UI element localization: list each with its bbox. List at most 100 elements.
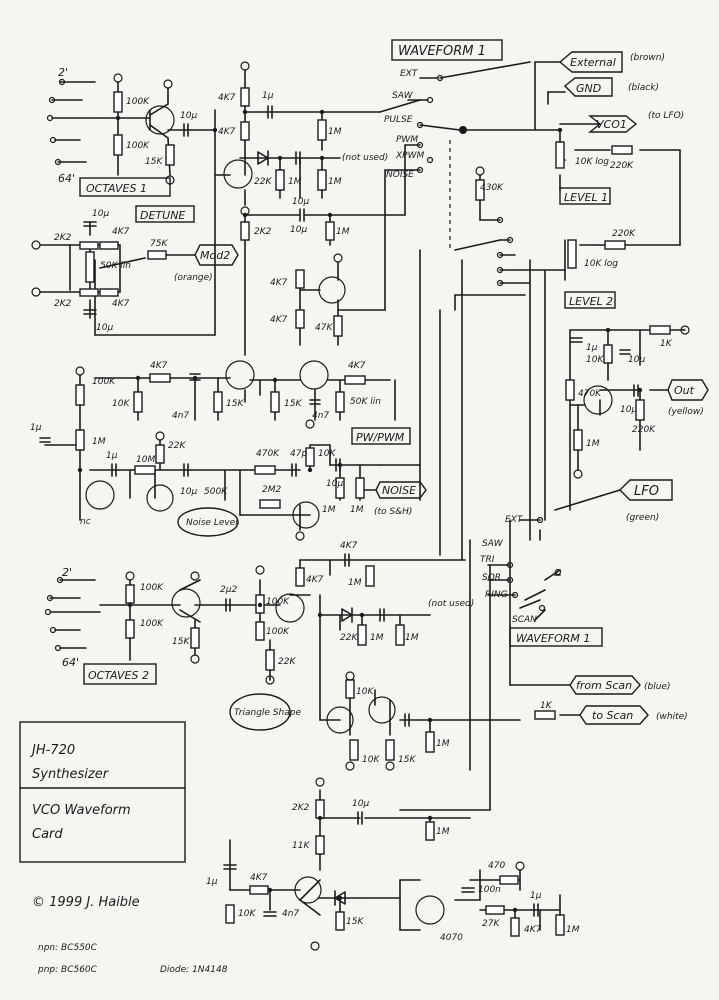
label-27k: 27K [482, 919, 500, 929]
label-1m-h: 1M [350, 505, 364, 515]
section-labels: OCTAVES 1 DETUNE WAVEFORM 1 LEVEL 1 LEVE… [79, 39, 616, 731]
label-4k7-g: 4K7 [150, 361, 168, 371]
label-1m-l: 1M [436, 739, 450, 749]
label-75k: 75K [150, 239, 168, 249]
connector-gnd: GND [576, 82, 601, 95]
label-ic-4070: 4070 [440, 933, 463, 943]
connector-mod2: Mod2 [200, 249, 230, 262]
label-100k-d: 100K [140, 583, 164, 593]
switch-bottom-ring: RING [485, 590, 508, 600]
label-4k7-c: 4K7 [112, 227, 130, 237]
label-100n: 100n [478, 885, 501, 895]
octave-marks: 2' 64' 2' 64' [58, 66, 79, 669]
capacitor-symbols [39, 105, 639, 917]
switch-top-xpwm: XPWM [395, 151, 424, 161]
label-4n7-c: 4n7 [282, 909, 299, 919]
label-100k-c: 100K [92, 377, 116, 387]
label-4k7-d: 4K7 [112, 299, 130, 309]
switch-bottom-ext: EXT [505, 515, 524, 525]
connector-vco1: VCO1 [596, 118, 627, 131]
label-100k-g: 100K [266, 627, 290, 637]
label-220k-b: 220K [612, 229, 636, 239]
label-10u-f: 10µ [628, 355, 645, 365]
label-100k-a: 100K [126, 97, 150, 107]
label-4n7-b: 4n7 [312, 411, 329, 421]
connector-out-note: (yellow) [668, 407, 704, 417]
connector-from-scan: from Scan [576, 679, 632, 692]
switch-top-saw: SAW [392, 91, 414, 101]
connector-to-scan: to Scan [592, 709, 633, 722]
label-nc: nc [80, 517, 91, 527]
transistor-symbols [85, 105, 613, 925]
label-500k: 500K [204, 487, 228, 497]
label-1m-m: 1M [436, 827, 450, 837]
copyright-text: © 1999 J. Haible [32, 895, 140, 910]
label-10k-d: 10K [356, 687, 374, 697]
octaves1-label: OCTAVES 1 [86, 182, 147, 195]
connector-flags: External (brown) GND (black) VCO1 (to LF… [174, 51, 709, 725]
label-22k-c: 22K [278, 657, 296, 667]
label-470k-a: 470K [578, 389, 602, 399]
waveform1-top-label: WAVEFORM 1 [398, 44, 486, 59]
label-2m2: 2M2 [262, 485, 281, 495]
connector-noise-note: (to S&H) [374, 507, 412, 517]
label-22k-b: 22K [168, 441, 186, 451]
label-4k7-i: 4K7 [340, 541, 358, 551]
label-10k-f: 10K [238, 909, 256, 919]
label-4k7-l: 4K7 [524, 925, 542, 935]
switch-top-noise: NOISE [386, 170, 414, 180]
title-line-3: VCO Waveform [32, 803, 131, 818]
label-22k-d: 22K [340, 633, 358, 643]
label-100k-b: 100K [126, 141, 150, 151]
switch-top-pwm: PWM [396, 135, 418, 145]
label-10k-log-a: 10K log [575, 157, 609, 167]
connector-noise: NOISE [382, 484, 416, 497]
label-1m-b: 1M [288, 177, 302, 187]
octave-top-64ft: 64' [58, 172, 75, 185]
label-10u-i: 10µ [326, 479, 343, 489]
label-2k2-a: 2K2 [254, 227, 272, 237]
label-10m: 10M [136, 455, 155, 465]
label-15k-f: 15K [346, 917, 364, 927]
label-10u-h: 10µ [180, 487, 197, 497]
label-10k-b: 10K [586, 355, 604, 365]
label-10u-c: 10µ [290, 225, 307, 235]
label-1k: 1K [660, 339, 673, 349]
label-1m-a: 1M [328, 127, 342, 137]
note-diode: Diode: 1N4148 [160, 965, 228, 975]
connector-mod2-note: (orange) [174, 273, 213, 283]
label-10u-g: 10µ [620, 405, 637, 415]
label-1u-f: 1µ [530, 891, 542, 901]
label-1m-k: 1M [405, 633, 419, 643]
label-11k: 11K [292, 841, 310, 851]
supply-markers [31, 61, 690, 951]
label-4k7-b: 4K7 [218, 127, 236, 137]
switch-contacts [44, 74, 562, 652]
label-1m-d: 1M [336, 227, 350, 237]
label-15k-a: 15K [145, 157, 163, 167]
connector-lfo-note: (green) [626, 513, 659, 523]
label-10u-e: 10µ [96, 323, 113, 333]
label-not-used-a: (not used) [342, 153, 388, 163]
waveform-switch-bottom [487, 519, 561, 609]
title-line-1: JH-720 [29, 743, 75, 758]
label-1m-c: 1M [328, 177, 342, 187]
title-line-4: Card [32, 827, 63, 842]
label-4n7-a: 4n7 [172, 411, 189, 421]
connector-to-scan-note: (white) [656, 712, 688, 722]
waveform1-bottom-label: WAVEFORM 1 [516, 632, 590, 645]
connector-out: Out [674, 384, 695, 397]
label-47p: 47p [290, 449, 307, 459]
label-47k: 47K [315, 323, 333, 333]
label-4k7-e: 4K7 [270, 278, 288, 288]
switch-top-labels: EXT SAW PULSE PWM XPWM NOISE [384, 69, 424, 180]
label-220k-a: 220K [610, 161, 634, 171]
label-1m-g: 1M [322, 505, 336, 515]
connector-external: External [570, 56, 616, 69]
detune-label: DETUNE [140, 209, 185, 222]
switch-bottom-scan: SCAN [512, 615, 537, 625]
octave-top-2ft: 2' [58, 66, 68, 79]
label-1m-f: 1M [92, 437, 106, 447]
connector-lfo: LFO [634, 484, 659, 499]
